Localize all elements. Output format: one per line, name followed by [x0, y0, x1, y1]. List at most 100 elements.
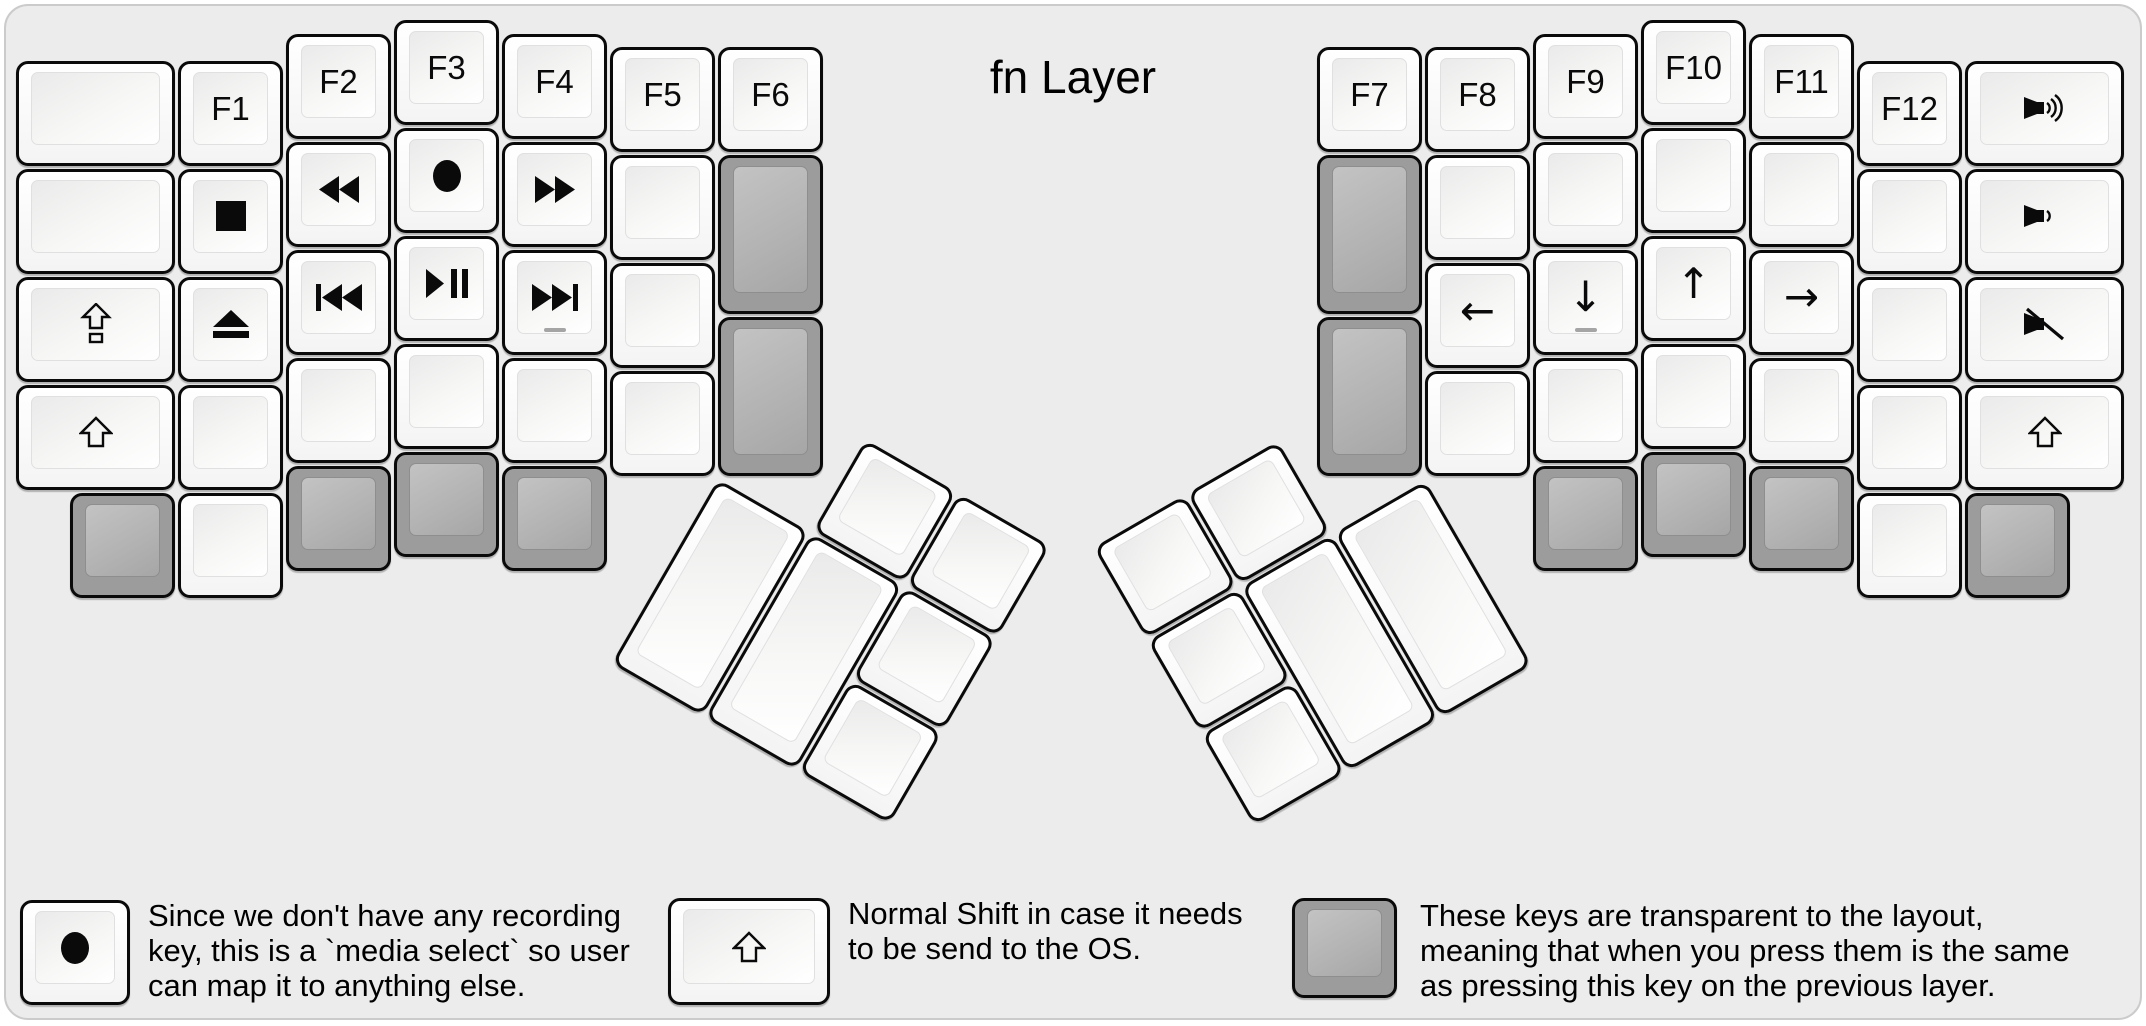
key-f1[interactable]: F1: [178, 60, 283, 166]
keycap-top: [1548, 476, 1623, 550]
key-blank[interactable]: [1425, 371, 1530, 476]
key-blank[interactable]: [610, 155, 715, 260]
keycap-top: F7: [1332, 58, 1407, 131]
key-blank[interactable]: [1749, 141, 1854, 247]
key-blank[interactable]: [1857, 276, 1962, 382]
key-arrow-left[interactable]: ←: [1425, 263, 1530, 368]
key-arrow-up[interactable]: ↑: [1641, 236, 1746, 341]
key-blank[interactable]: [16, 168, 175, 274]
keycap-top: [193, 503, 268, 577]
key-transparent[interactable]: [1533, 465, 1638, 571]
key-blank[interactable]: [178, 384, 283, 490]
key-transparent[interactable]: [1317, 155, 1422, 314]
keycap-top: [1872, 395, 1947, 469]
legend-text-2: Normal Shift in case it needs to be send…: [848, 896, 1243, 966]
keycap-top: [193, 287, 268, 361]
key-f7[interactable]: F7: [1317, 47, 1422, 152]
key-blank[interactable]: [178, 492, 283, 598]
key-blank[interactable]: [1641, 344, 1746, 449]
key-blank[interactable]: [502, 357, 607, 463]
key-legend-sample-shift[interactable]: [668, 898, 830, 1005]
key-transparent[interactable]: [718, 317, 823, 476]
keycap-top: [1980, 179, 2109, 253]
legend-sample-record-icon: [60, 931, 90, 965]
key-blank[interactable]: [1641, 128, 1746, 233]
underscore-legend: [1574, 328, 1597, 332]
key-transparent[interactable]: [1749, 465, 1854, 571]
key-fast-forward[interactable]: [502, 141, 607, 247]
key-eject[interactable]: [178, 276, 283, 382]
key-blank[interactable]: [1749, 357, 1854, 463]
keycap-top: [1548, 152, 1623, 226]
key-transparent[interactable]: [718, 155, 823, 314]
shift-right-icon: [2027, 416, 2062, 448]
key-previous-track[interactable]: [286, 249, 391, 355]
key-blank[interactable]: [1857, 492, 1962, 598]
key-f10[interactable]: F10: [1641, 20, 1746, 125]
key-transparent[interactable]: [1965, 492, 2070, 598]
key-f2[interactable]: F2: [286, 33, 391, 139]
key-f11[interactable]: F11: [1749, 33, 1854, 139]
key-blank[interactable]: [16, 60, 175, 166]
key-blank[interactable]: [610, 371, 715, 476]
key-transparent[interactable]: [70, 492, 175, 598]
key-transparent[interactable]: [502, 465, 607, 571]
key-arrow-down[interactable]: ↓: [1533, 249, 1638, 355]
keycap-top: ←: [1440, 274, 1515, 347]
key-legend: F9: [1566, 62, 1605, 100]
keycap-top: [1332, 328, 1407, 455]
key-f3[interactable]: F3: [394, 20, 499, 125]
key-blank[interactable]: [1425, 155, 1530, 260]
keycap-top: →: [1764, 260, 1839, 334]
keycap-top: [1219, 699, 1322, 800]
key-volume-down[interactable]: [1965, 168, 2124, 274]
keycap-top: [733, 328, 808, 455]
key-rewind[interactable]: [286, 141, 391, 247]
key-f9[interactable]: F9: [1533, 33, 1638, 139]
key-record-media-select[interactable]: [394, 128, 499, 233]
key-f8[interactable]: F8: [1425, 47, 1530, 152]
key-blank[interactable]: [1533, 141, 1638, 247]
key-shift-right[interactable]: [1965, 384, 2124, 490]
key-stop[interactable]: [178, 168, 283, 274]
key-arrow-right[interactable]: →: [1749, 249, 1854, 355]
keycap-top: [409, 247, 484, 320]
key-blank[interactable]: [610, 263, 715, 368]
key-play-pause[interactable]: [394, 236, 499, 341]
stop-icon: [215, 201, 246, 231]
key-blank[interactable]: [286, 357, 391, 463]
key-transparent[interactable]: [286, 465, 391, 571]
key-transparent[interactable]: [1317, 317, 1422, 476]
keycap-top: [1980, 71, 2109, 145]
legend-sample-shift-icon: [732, 930, 766, 963]
key-legend: F8: [1458, 76, 1497, 113]
legend-text-3: These keys are transparent to the layout…: [1420, 898, 2070, 1003]
key-blank[interactable]: [1857, 384, 1962, 490]
keycap-top: [1656, 355, 1731, 428]
key-f4[interactable]: F4: [502, 33, 607, 139]
keycap-top: [625, 166, 700, 239]
key-blank[interactable]: [394, 344, 499, 449]
key-blank[interactable]: [1857, 168, 1962, 274]
key-transparent[interactable]: [394, 452, 499, 557]
keycap-top: F5: [625, 58, 700, 131]
key-volume-up[interactable]: [1965, 60, 2124, 166]
key-f6[interactable]: F6: [718, 47, 823, 152]
keycap-top: [1332, 166, 1407, 293]
key-f12[interactable]: F12: [1857, 60, 1962, 166]
keycap-top: [1440, 166, 1515, 239]
key-legend-sample-transparent[interactable]: [1292, 898, 1397, 998]
key-shift-left[interactable]: [16, 384, 175, 490]
key-f5[interactable]: F5: [610, 47, 715, 152]
key-transparent[interactable]: [1641, 452, 1746, 557]
key-next-track[interactable]: [502, 249, 607, 355]
keycap-top: [625, 382, 700, 455]
key-legend: F6: [751, 76, 790, 113]
keycap-top: F8: [1440, 58, 1515, 131]
keycap-top: [409, 139, 484, 212]
key-legend-sample-record[interactable]: [20, 900, 130, 1005]
key-caps-shift[interactable]: [16, 276, 175, 382]
key-mute[interactable]: [1965, 276, 2124, 382]
key-blank[interactable]: [1533, 357, 1638, 463]
keycap-top: [301, 152, 376, 226]
